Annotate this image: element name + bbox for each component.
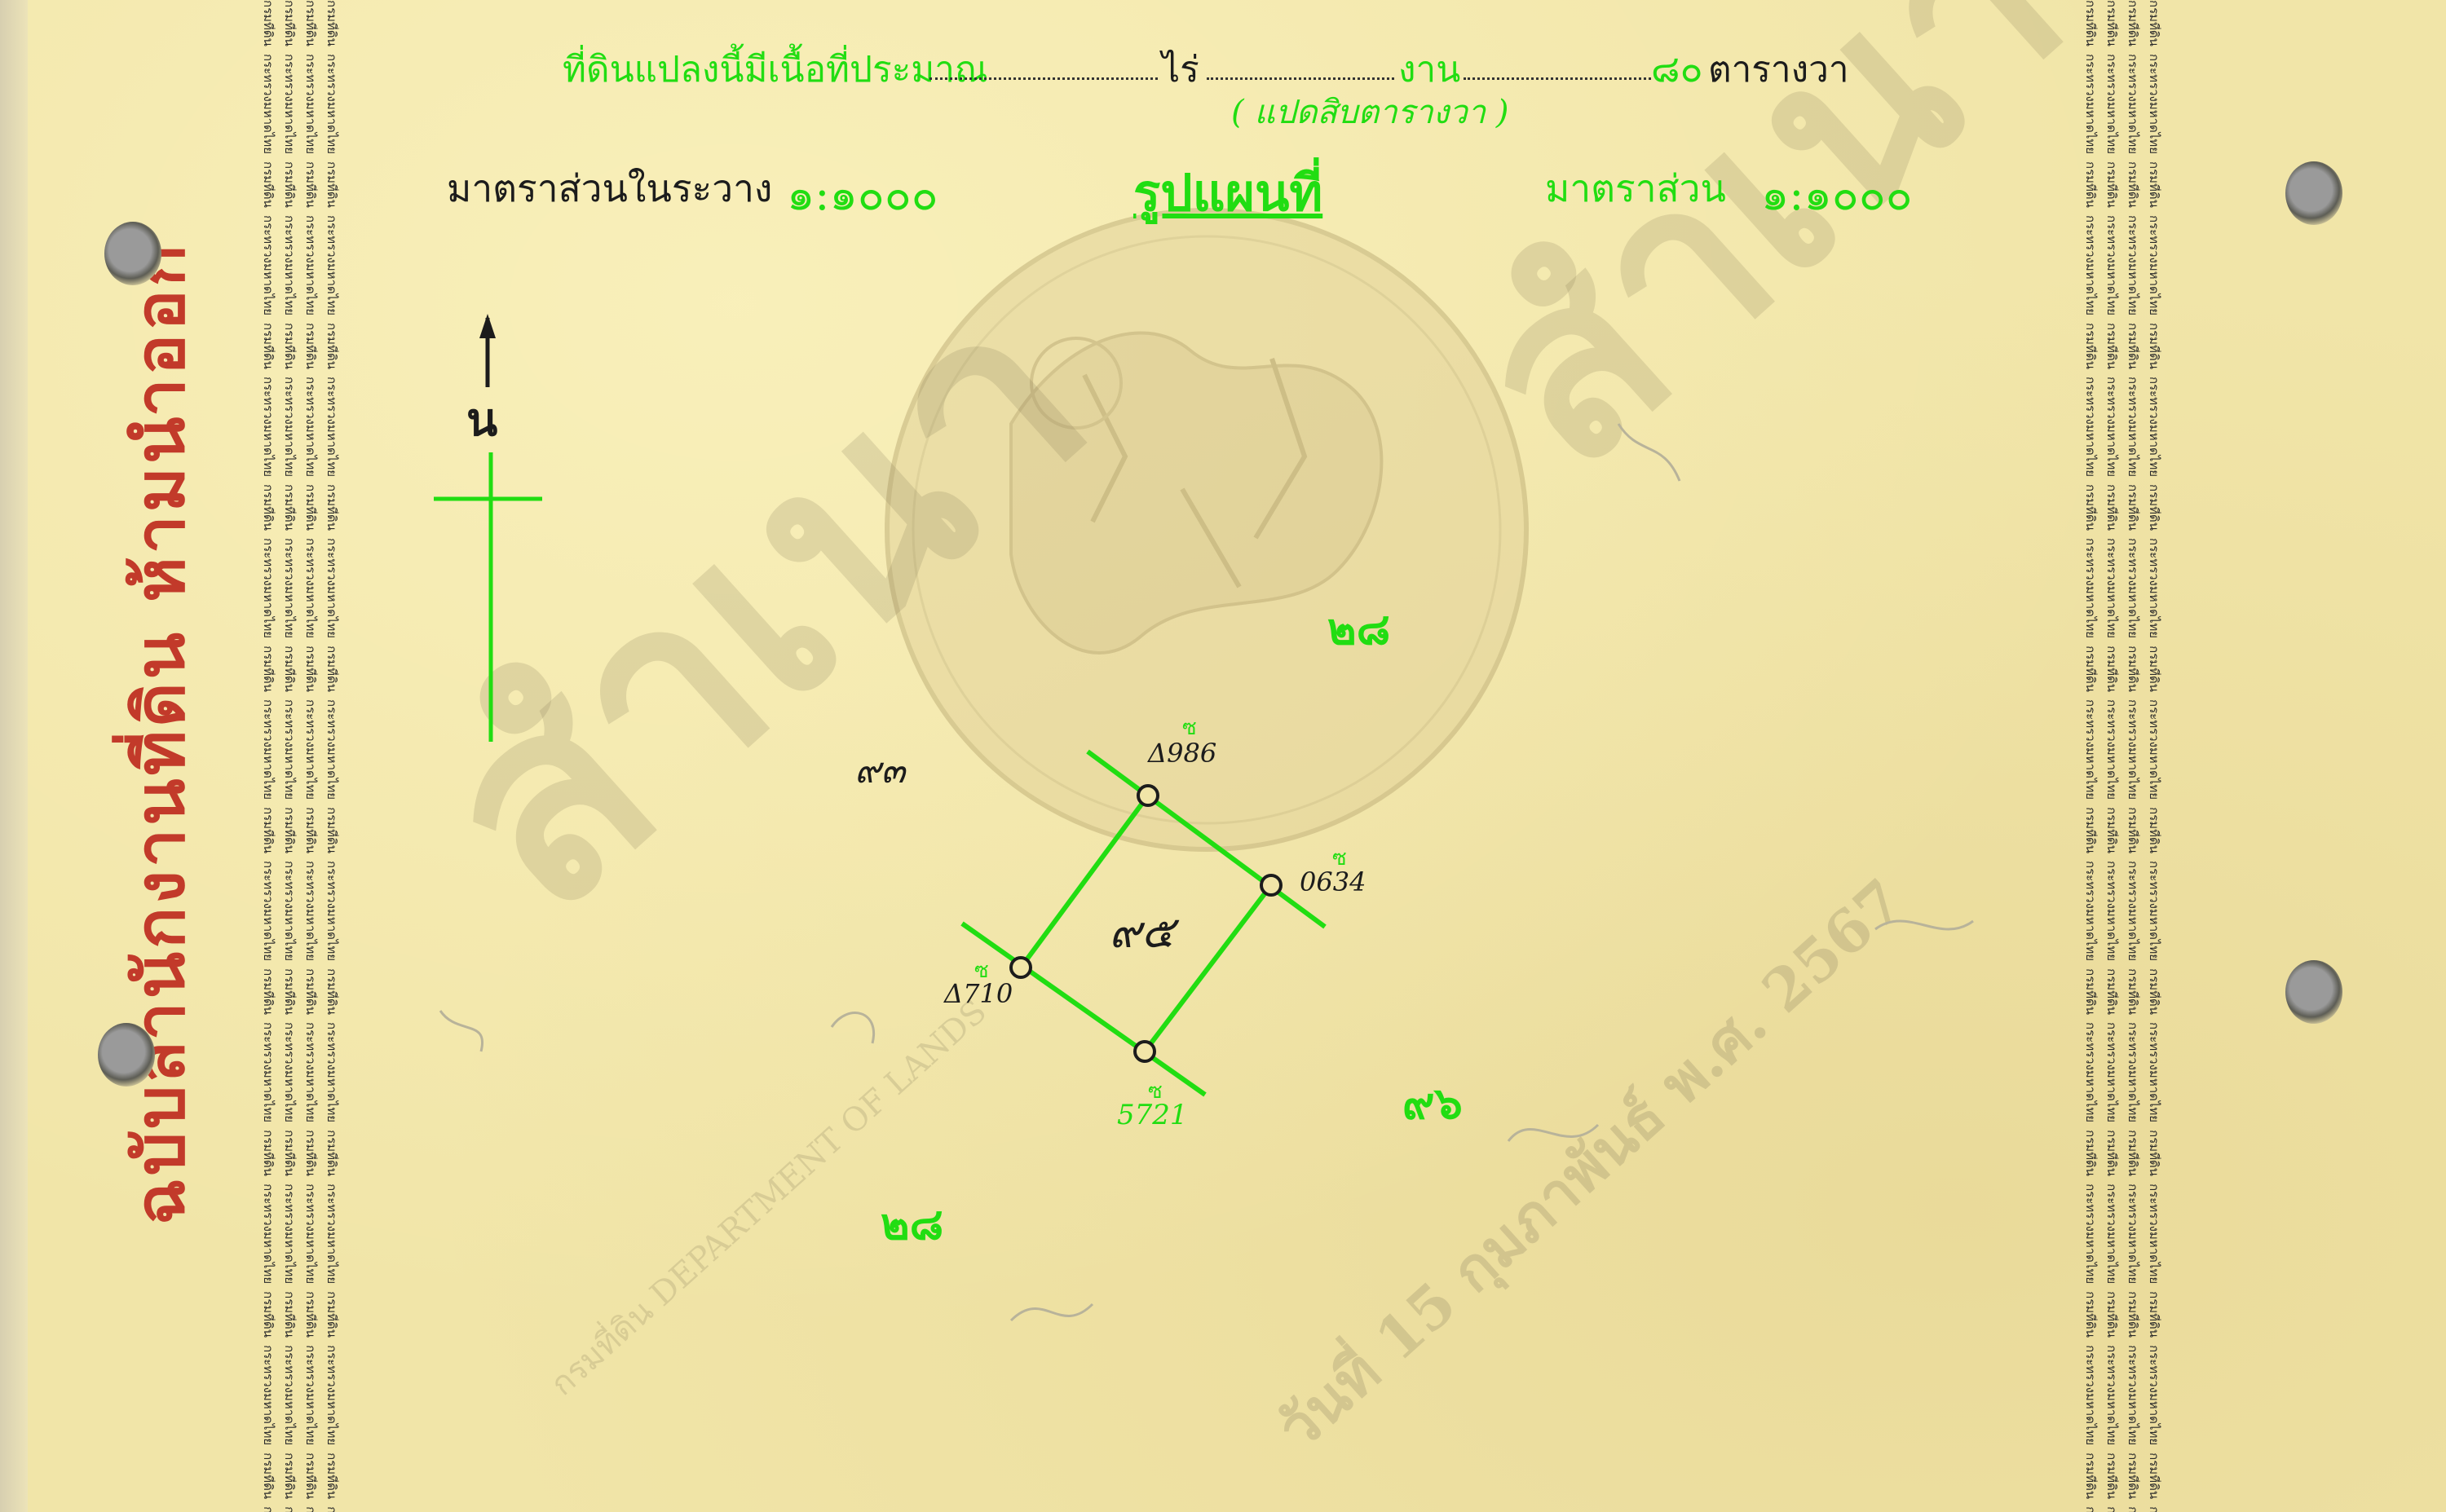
wa-blank-line [1464, 77, 1651, 80]
stake-prefix: ซ [974, 959, 989, 983]
stake-code: 5721 [1117, 1099, 1188, 1131]
scale-left-label: มาตราส่วนในระวาง [447, 166, 773, 210]
stake-prefix: ซ [1148, 1079, 1163, 1104]
border-text: กรมที่ดิน กระทรวงมหาดไทย กรมที่ดิน กระทร… [282, 0, 297, 1512]
north-label: น [466, 393, 498, 447]
right-security-border: กรมที่ดิน กระทรวงมหาดไทย กรมที่ดิน กระทร… [2083, 0, 2173, 1512]
scan-margin [0, 0, 28, 1512]
parcel-boundary [960, 749, 1327, 1097]
north-arrow [434, 314, 542, 742]
wa-value: ๘๐ [1651, 46, 1703, 90]
neighbor-number: ๒๘ [881, 1197, 944, 1250]
map-title: รูปแผนที่ [1133, 163, 1323, 223]
ngan-label: งาน [1398, 49, 1461, 90]
border-text: กรมที่ดิน กระทรวงมหาดไทย กรมที่ดิน กระทร… [2126, 0, 2140, 1512]
border-text: กรมที่ดิน กระทรวงมหาดไทย กรมที่ดิน กระทร… [261, 0, 276, 1512]
border-text: กรมที่ดิน กระทรวงมหาดไทย กรมที่ดิน กระทร… [303, 0, 318, 1512]
boundary-stakes [1009, 784, 1283, 1063]
ngan-blank-line [1207, 77, 1394, 80]
stake-prefix: ซ [1332, 846, 1347, 871]
neighbor-number: ๙๓ [854, 750, 906, 791]
border-text: กรมที่ดิน กระทรวงมหาดไทย กรมที่ดิน กระทร… [2104, 0, 2119, 1512]
punch-hole [104, 222, 161, 285]
wa-label: ตารางวา [1708, 49, 1849, 90]
stake-prefix: ซ [1182, 716, 1197, 740]
department-seal [885, 208, 1529, 852]
stake-code: 0634 [1300, 866, 1366, 897]
parcel-number: ๙๕ [1109, 906, 1175, 958]
punch-hole [2285, 161, 2342, 225]
punch-hole [98, 1023, 155, 1087]
scale-right-label: มาตราส่วน [1545, 166, 1726, 210]
stake-code: Δ710 [944, 978, 1013, 1009]
border-text: กรมที่ดิน กระทรวงมหาดไทย กรมที่ดิน กระทร… [2147, 0, 2161, 1512]
neighbor-number: ๒๘ [1327, 602, 1391, 655]
stake-code: Δ986 [1148, 738, 1217, 769]
rai-blank-line [929, 77, 1158, 80]
faint-pen-marks [439, 423, 1974, 1322]
border-text: กรมที่ดิน กระทรวงมหาดไทย กรมที่ดิน กระทร… [325, 0, 339, 1512]
scale-left-value: ๑:๑๐๐๐ [787, 169, 938, 220]
punch-hole [2285, 960, 2342, 1024]
rai-label: ไร่ [1162, 49, 1199, 90]
border-text: กรมที่ดิน กระทรวงมหาดไทย กรมที่ดิน กระทร… [2083, 0, 2098, 1512]
neighbor-number: ๙๖ [1402, 1077, 1463, 1129]
left-security-border: กรมที่ดิน กระทรวงมหาดไทย กรมที่ดิน กระทร… [261, 0, 351, 1512]
scale-right-value: ๑:๑๐๐๐ [1761, 169, 1913, 220]
area-prefix: ที่ดินแปลงนี้มีเนื้อที่ประมาณ [563, 49, 988, 90]
area-note: ( แปดสิบตารางวา ) [1231, 94, 1509, 131]
